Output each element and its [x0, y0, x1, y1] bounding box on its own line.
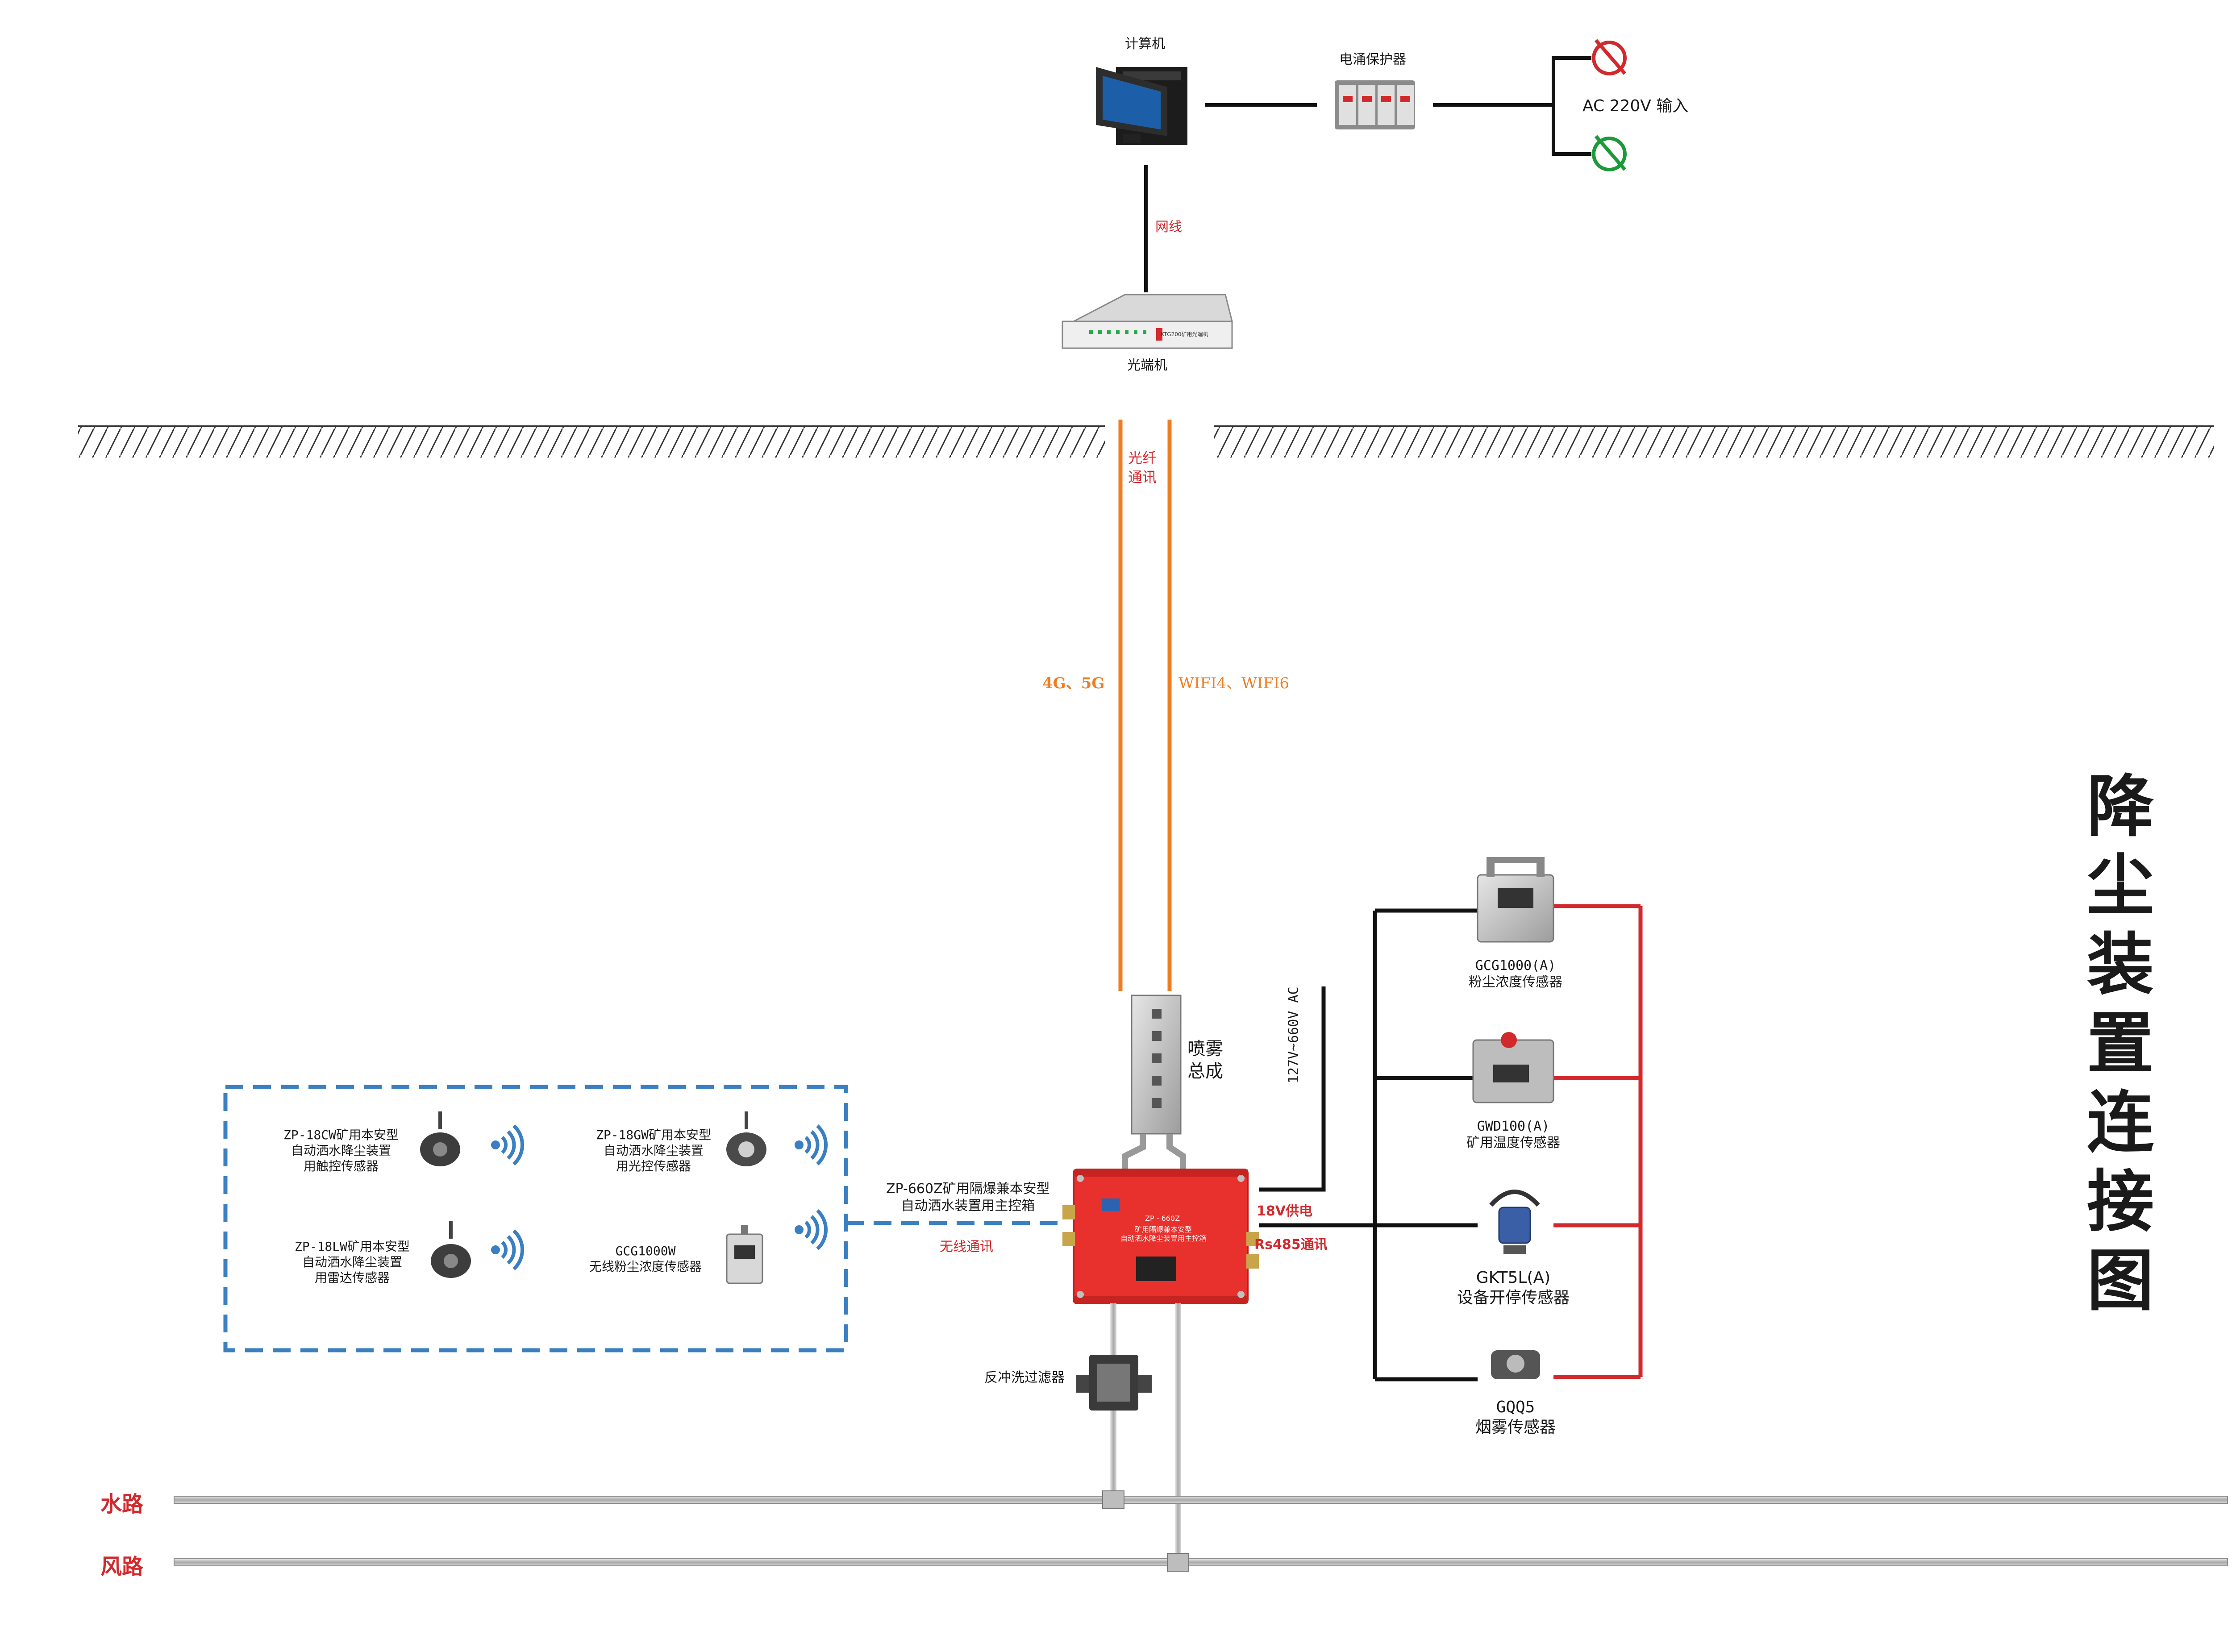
- ac-live-terminal-icon: [1592, 39, 1627, 75]
- backwash-filter-icon: [1076, 1355, 1152, 1411]
- dust-sensor-model: GCG1000(A): [1475, 958, 1556, 974]
- radar-sensor-icon: [431, 1221, 471, 1278]
- main-box-panel-name: 矿用隔爆兼本安型 自动洒水降尘装置用主控箱: [1120, 1225, 1207, 1243]
- power-18v-label: 18V供电: [1257, 1203, 1312, 1219]
- voltage-supply-line: [1259, 986, 1326, 1192]
- page-title: 降尘装置连接图: [2086, 768, 2154, 1320]
- temperature-sensor-icon: [1472, 1032, 1554, 1103]
- dust-sensor-name: 粉尘浓度传感器: [1469, 974, 1562, 990]
- wireless-sensor-label-touch: ZP-18CW矿用本安型 自动洒水降尘装置 用触控传感器: [283, 1128, 399, 1173]
- ac-input-wiring: [1433, 56, 1591, 156]
- equipment-status-sensor-name: 设备开停传感器: [1457, 1289, 1570, 1307]
- smoke-sensor-icon: [1491, 1350, 1540, 1379]
- temperature-sensor-name: 矿用温度传感器: [1466, 1135, 1560, 1151]
- supply-pipes: [1110, 1303, 1181, 1562]
- rs485-bus-red: [1553, 904, 1643, 1379]
- wireless-comm-label: 无线通讯: [940, 1239, 993, 1255]
- rs485-label: Rs485通讯: [1254, 1237, 1328, 1253]
- water-route-pipe: [174, 1490, 2228, 1509]
- fiber-comm-label: 光纤 通讯: [1128, 449, 1157, 486]
- shaft-fiber-lines: [1118, 420, 1172, 991]
- equipment-status-sensor-model: GKT5L(A): [1476, 1269, 1551, 1287]
- wireless-sensor-group: [223, 1085, 848, 1352]
- computer-icon: [1096, 67, 1187, 145]
- wireless-dust-sensor-icon: [726, 1225, 763, 1284]
- touch-sensor-icon: [420, 1111, 460, 1166]
- main-control-box-icon: [1062, 1169, 1259, 1304]
- voltage-label: 127V~660V AC: [1286, 986, 1302, 1084]
- main-box-label: ZP-660Z矿用隔爆兼本安型 自动洒水装置用主控箱: [886, 1181, 1050, 1214]
- water-route-label: 水路: [100, 1492, 144, 1517]
- wireless-sensor-label-radar: ZP-18LW矿用本安型 自动洒水降尘装置 用雷达传感器: [295, 1239, 410, 1285]
- left-wireless-label: 4G、5G: [1042, 674, 1105, 692]
- optical-terminal-panel-text: KTG200矿用光端机: [1161, 331, 1208, 337]
- air-route-label: 风路: [100, 1554, 144, 1579]
- equipment-status-sensor-icon: [1489, 1190, 1540, 1254]
- spray-assembly-label: 喷雾 总成: [1187, 1039, 1223, 1082]
- wireless-sensor-label-dust: GCG1000W 无线粉尘浓度传感器: [589, 1244, 702, 1274]
- surge-protector-icon: [1335, 80, 1415, 129]
- power-bus-black: [1259, 908, 1478, 1382]
- right-wireless-label: WIFI4、WIFI6: [1178, 674, 1290, 692]
- optical-terminal-label: 光端机: [1127, 358, 1167, 373]
- temperature-sensor-model: GWD100(A): [1477, 1119, 1550, 1134]
- optical-sensor-icon: [726, 1111, 766, 1166]
- surge-protector-label: 电涌保护器: [1339, 52, 1406, 67]
- spray-assembly-icon: [1122, 995, 1186, 1169]
- wireless-sensor-label-optical: ZP-18GW矿用本安型 自动洒水降尘装置 用光控传感器: [596, 1128, 712, 1173]
- network-cable-label: 网线: [1155, 219, 1182, 235]
- optical-terminal-icon: [1062, 294, 1233, 349]
- smoke-sensor-name: 烟雾传感器: [1475, 1418, 1556, 1436]
- main-box-panel-model: ZP - 660Z: [1145, 1214, 1180, 1223]
- dust-sensor-icon: [1477, 857, 1554, 943]
- ac-neutral-terminal-icon: [1592, 135, 1627, 171]
- backwash-filter-label: 反冲洗过滤器: [984, 1370, 1065, 1386]
- computer-label: 计算机: [1125, 36, 1165, 52]
- ground-surface: [78, 425, 2214, 458]
- ac-input-label: AC 220V 输入: [1582, 97, 1689, 115]
- smoke-sensor-model: GQQ5: [1496, 1398, 1535, 1416]
- air-route-pipe: [174, 1553, 2228, 1572]
- wifi-signal-icon: [491, 1124, 828, 1270]
